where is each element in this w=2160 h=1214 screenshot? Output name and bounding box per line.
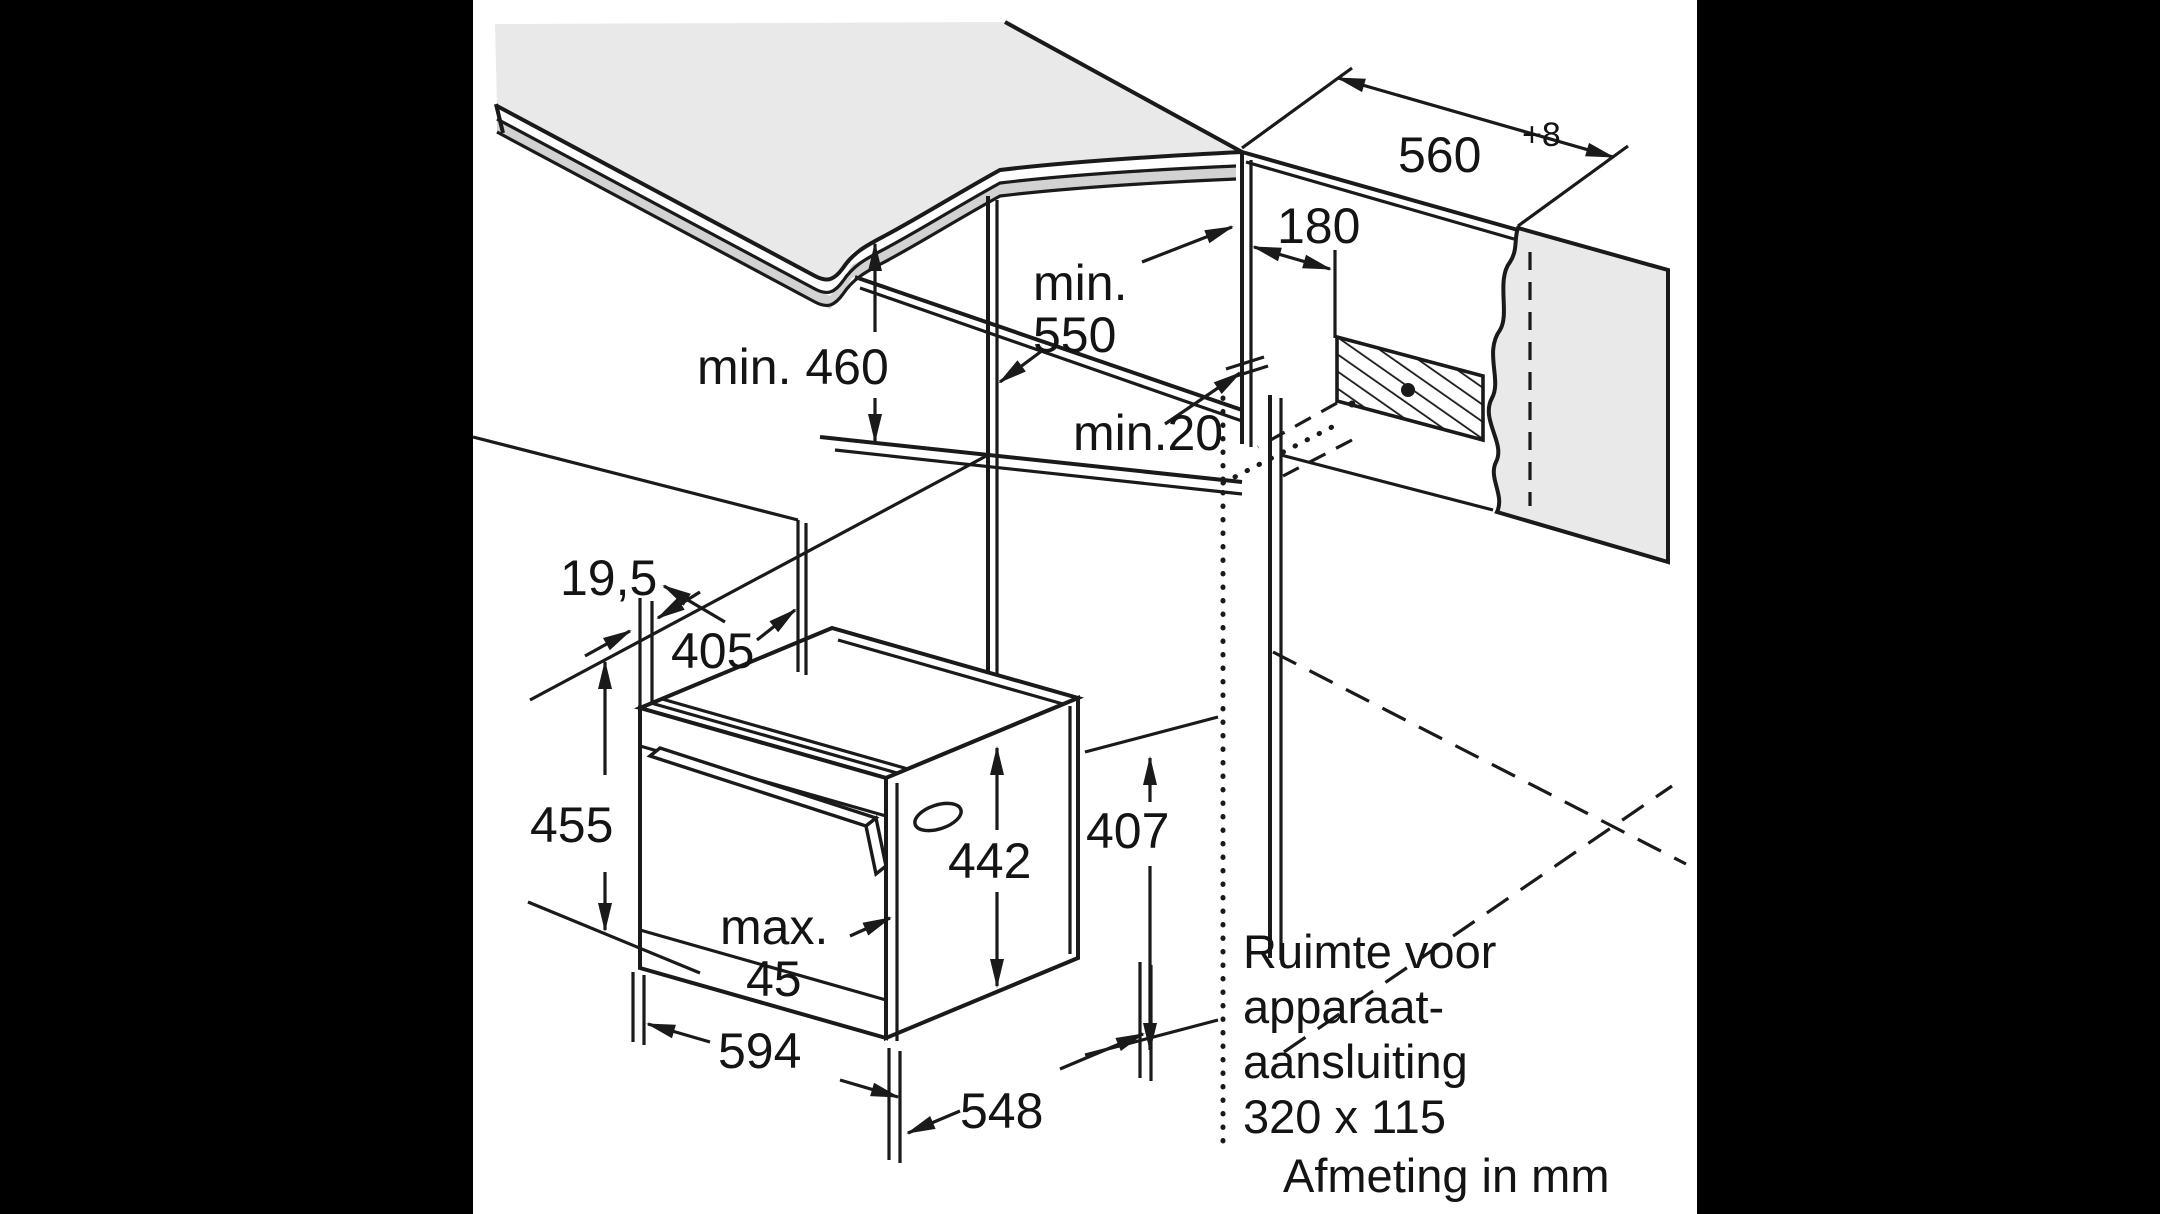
leader-line bbox=[1164, 371, 1242, 426]
dimension-line bbox=[1252, 245, 1332, 271]
hidden-projection-lines bbox=[1220, 395, 1687, 1145]
worktop-left-cap bbox=[494, 103, 505, 134]
dimension-rear-clearance: min.20 bbox=[1073, 371, 1242, 461]
leader-line bbox=[1141, 225, 1234, 264]
arrow-line bbox=[756, 608, 797, 642]
label-door-protrusion-line2: 45 bbox=[746, 951, 802, 1007]
arrow-line bbox=[662, 584, 726, 624]
extension-line bbox=[1084, 715, 1219, 754]
connection-space bbox=[1257, 334, 1485, 478]
dimension-niche-height: min. 460 bbox=[697, 242, 889, 443]
dimension-line bbox=[646, 1022, 711, 1044]
right-panel-surface bbox=[1486, 225, 1670, 565]
worktop-back-edge bbox=[1004, 20, 1243, 154]
connection-point-dot bbox=[1401, 383, 1415, 397]
label-niche-depth-line1: min. bbox=[1033, 255, 1127, 311]
label-top-depth: 405 bbox=[671, 623, 754, 679]
niche-cabinet bbox=[819, 150, 1519, 978]
label-body-height: 442 bbox=[948, 833, 1031, 889]
label-right-height: 407 bbox=[1086, 803, 1169, 859]
extension-line bbox=[472, 435, 799, 522]
niche-top-edge bbox=[854, 275, 1243, 412]
label-niche-depth-line2: 550 bbox=[1033, 307, 1116, 363]
oven-door-bottom-line bbox=[639, 928, 887, 1002]
label-rear-clearance: min.20 bbox=[1073, 405, 1223, 461]
note-units: Afmeting in mm bbox=[1283, 1149, 1609, 1202]
arrow-line bbox=[584, 629, 632, 658]
dimension-top-depth: 405 bbox=[472, 435, 808, 679]
note-line-1: Ruimte voor bbox=[1243, 925, 1496, 978]
worktop-wave-bottom-line bbox=[496, 130, 1237, 308]
dimension-appliance-width: 594 bbox=[631, 972, 902, 1163]
oven-top-frame-lip bbox=[650, 701, 898, 775]
worktop-front-edge-wave bbox=[496, 104, 1243, 282]
label-appliance-height: 455 bbox=[530, 797, 613, 853]
dimension-appliance-height: 455 bbox=[527, 453, 989, 975]
dimension-front-lip: 19,5 bbox=[560, 550, 701, 706]
label-niche-width-tolerance: +8 bbox=[1522, 116, 1561, 154]
dimension-appliance-depth: 548 bbox=[906, 962, 1153, 1139]
worktop-wave-break-line bbox=[496, 117, 1237, 295]
dimension-connection-offset: 180 bbox=[1252, 198, 1360, 338]
extension-line bbox=[1241, 66, 1353, 150]
right-side-panel bbox=[1486, 225, 1670, 565]
dimension-line bbox=[839, 1078, 900, 1099]
dimension-niche-depth: min. 550 bbox=[998, 225, 1234, 384]
oven bbox=[633, 625, 1085, 1041]
niche-floor-back-edge bbox=[1280, 453, 1494, 512]
extension-line bbox=[527, 900, 701, 975]
extension-line bbox=[1517, 144, 1629, 228]
label-niche-width: 560 bbox=[1398, 127, 1481, 183]
note-line-3: aansluiting bbox=[1243, 1035, 1468, 1088]
label-appliance-depth: 548 bbox=[960, 1083, 1043, 1139]
oven-side-face bbox=[884, 695, 1080, 1041]
dimension-body-height: 442 bbox=[948, 746, 1031, 988]
niche-floor-edge bbox=[819, 435, 1243, 484]
dimension-door-protrusion: max. 45 bbox=[720, 899, 892, 1007]
label-front-lip: 19,5 bbox=[560, 550, 657, 606]
dimension-niche-width: 560 +8 bbox=[1241, 66, 1629, 228]
note-line-4: 320 x 115 bbox=[1243, 1090, 1446, 1143]
leader-line bbox=[849, 916, 892, 938]
dimension-line bbox=[1059, 1032, 1145, 1071]
niche-top-rail bbox=[1241, 150, 1519, 232]
worktop-top-surface bbox=[495, 22, 1242, 283]
note-connection-space: Ruimte voor apparaat- aansluiting 320 x … bbox=[1243, 925, 1496, 1143]
label-niche-height: min. 460 bbox=[697, 339, 889, 395]
oven-handle-bracket bbox=[864, 814, 888, 878]
dimension-line bbox=[1336, 76, 1615, 159]
label-appliance-width: 594 bbox=[718, 1023, 801, 1079]
oven-side-grip-hole bbox=[913, 801, 963, 833]
label-door-protrusion-line1: max. bbox=[720, 899, 828, 955]
extension-line bbox=[529, 453, 989, 702]
rear-gap-step bbox=[1225, 355, 1265, 371]
dimension-line bbox=[906, 1109, 961, 1135]
note-line-2: apparaat- bbox=[1243, 980, 1444, 1033]
leader-line bbox=[998, 348, 1044, 384]
label-connection-offset: 180 bbox=[1277, 198, 1360, 254]
worktop bbox=[494, 20, 1243, 309]
